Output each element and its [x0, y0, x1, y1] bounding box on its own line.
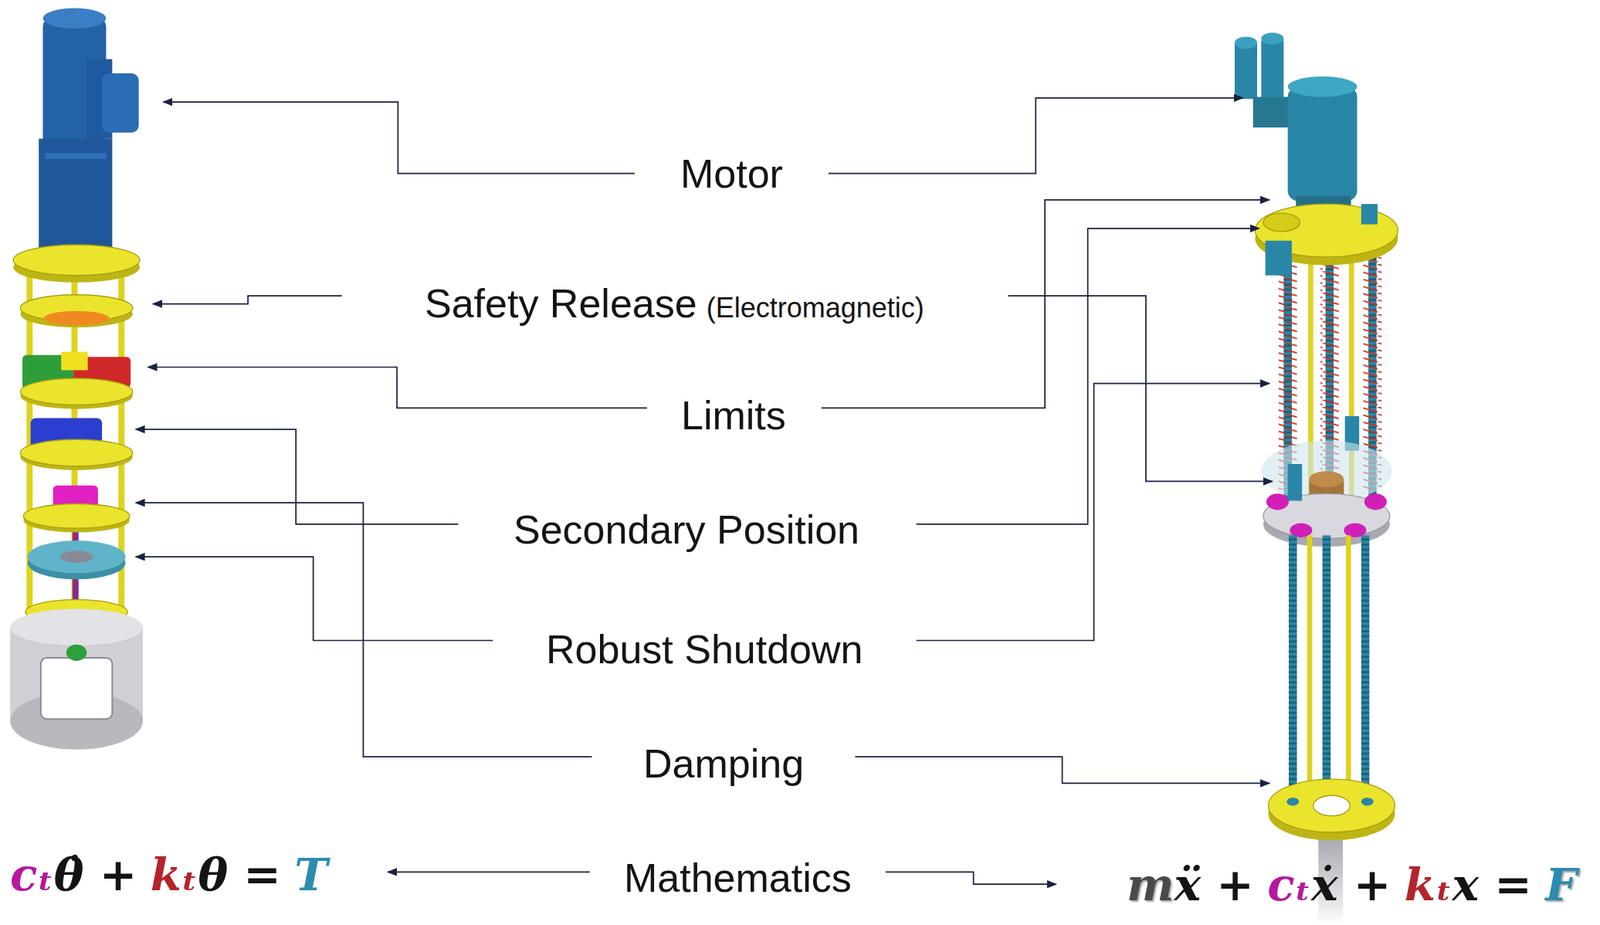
- left-stack-part: [13, 244, 140, 276]
- right-assembly-part: [1261, 32, 1284, 45]
- leader-lines-part: [828, 98, 1244, 174]
- right-assembly-part: [1288, 464, 1303, 502]
- left-stack-part: [61, 352, 88, 371]
- callout-group: Robust Shutdown: [545, 627, 864, 674]
- callout-group: Mathematics: [623, 855, 852, 902]
- left-stack-part: [10, 609, 143, 647]
- leader-lines-part: [885, 871, 1057, 885]
- leader-lines-part: [152, 295, 342, 305]
- right-assembly-part: [1322, 535, 1332, 803]
- leader-lines-part: [854, 756, 1270, 784]
- right-assembly-part: [1288, 86, 1358, 201]
- callout-label: Robust Shutdown: [545, 627, 864, 672]
- left-stack-part: [44, 152, 106, 160]
- left-stack-part: [66, 644, 87, 662]
- right-assembly-part: [1261, 40, 1284, 102]
- left-stack-part: [20, 439, 133, 466]
- right-assembly-part: [1263, 493, 1390, 539]
- callout-label: Motor: [680, 151, 784, 197]
- right-assembly-part: [1263, 213, 1301, 232]
- leader-lines-part: [916, 383, 1270, 641]
- left-stack-part: [23, 503, 129, 529]
- callout-group: Damping: [643, 741, 804, 788]
- right-assembly-part: [1345, 535, 1352, 803]
- left-stack-part: [20, 378, 133, 405]
- leader-lines-part: [135, 429, 459, 525]
- callout-label: Limits: [681, 393, 787, 438]
- right-assembly-part: [1265, 240, 1292, 276]
- callout-label: Damping: [643, 741, 804, 787]
- leader-lines-part: [916, 228, 1260, 525]
- right-assembly-part: [1361, 797, 1374, 807]
- right-assembly: [1234, 32, 1398, 925]
- leader-lines-part: [1008, 295, 1273, 482]
- right-assembly-part: [1343, 523, 1367, 538]
- left-stack-part: [101, 73, 139, 133]
- callout-group: Motor: [680, 151, 784, 198]
- right-assembly-part: [1361, 535, 1370, 803]
- left-stack-part: [27, 540, 126, 573]
- right-assembly-part: [1266, 493, 1289, 510]
- left-stack-part: [43, 8, 107, 29]
- equation-term: θ̇ +: [54, 848, 137, 903]
- equation-term: kₜ: [1404, 858, 1453, 913]
- left-stack: [10, 8, 143, 750]
- left-stack-part: [44, 311, 110, 326]
- right-assembly-part: [1288, 535, 1298, 803]
- right-assembly-part: [1289, 523, 1312, 538]
- leader-lines: [135, 98, 1273, 885]
- equation-term: cₜ: [1267, 858, 1312, 913]
- callout-group: Safety Release(Electromagnetic): [424, 281, 925, 328]
- right-assembly-part: [1364, 493, 1387, 510]
- callout-label: Secondary Position: [513, 507, 860, 553]
- right-assembly-part: [1234, 42, 1258, 99]
- equation-term: ẍ +: [1173, 858, 1254, 913]
- callout-label: Mathematics: [623, 855, 852, 901]
- callout-group: Secondary Position: [513, 507, 860, 554]
- right-assembly-part: [1234, 37, 1258, 50]
- right-assembly-part: [1361, 203, 1378, 224]
- callout-label: Safety Release: [424, 281, 698, 326]
- equation: mẍ +cₜẋ +kₜx =F: [1126, 858, 1577, 913]
- equation-term: kₜ: [150, 848, 199, 903]
- leader-lines-part: [135, 556, 494, 641]
- equation-term: m: [1126, 858, 1174, 913]
- right-assembly-part: [1313, 795, 1351, 816]
- equation-term: x =: [1451, 858, 1532, 913]
- callout-label: (Electromagnetic): [706, 291, 925, 324]
- left-stack-part: [60, 550, 93, 563]
- equation-term: T: [294, 848, 328, 903]
- equation: cₜθ̇ +kₜθ =T: [10, 848, 328, 903]
- equation-term: ẋ +: [1311, 858, 1391, 913]
- right-assembly-part: [1288, 76, 1358, 97]
- leader-lines-part: [162, 101, 635, 173]
- right-assembly-part: [1268, 779, 1396, 833]
- leader-lines-part: [387, 871, 590, 873]
- right-assembly-part: [1308, 471, 1344, 488]
- equation-term: F: [1545, 858, 1577, 913]
- right-assembly-part: [1286, 797, 1299, 807]
- equation-term: cₜ: [10, 848, 55, 903]
- left-stack-part: [40, 657, 113, 719]
- leader-lines-part: [148, 367, 648, 409]
- right-assembly-part: [1307, 535, 1313, 803]
- equation-term: θ =: [197, 848, 281, 903]
- callout-group: Limits: [681, 393, 787, 440]
